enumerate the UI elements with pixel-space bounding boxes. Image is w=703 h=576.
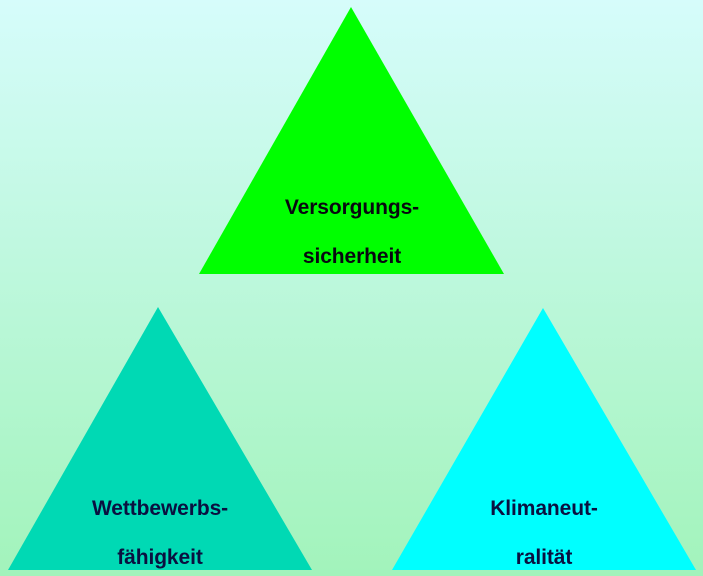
competitiveness-label-line2: fähigkeit: [117, 545, 203, 569]
competitiveness-label: Wettbewerbs- fähigkeit: [8, 472, 312, 576]
climate-neutrality-label-line2: ralität: [515, 545, 573, 569]
competitiveness-triangle-shape[interactable]: [8, 307, 312, 570]
supply-security-triangle-shape[interactable]: [199, 7, 504, 274]
climate-neutrality-label: Klimaneut- ralität: [392, 472, 696, 576]
supply-security-label: Versorgungs- sicherheit: [199, 171, 505, 294]
climate-neutrality-triangle-shape[interactable]: [392, 308, 696, 570]
competitiveness-label-line1: Wettbewerbs-: [91, 496, 229, 520]
climate-neutrality-label-line1: Klimaneut-: [490, 496, 598, 520]
supply-security-label-line2: sicherheit: [302, 244, 402, 268]
supply-security-label-line1: Versorgungs-: [284, 195, 420, 219]
